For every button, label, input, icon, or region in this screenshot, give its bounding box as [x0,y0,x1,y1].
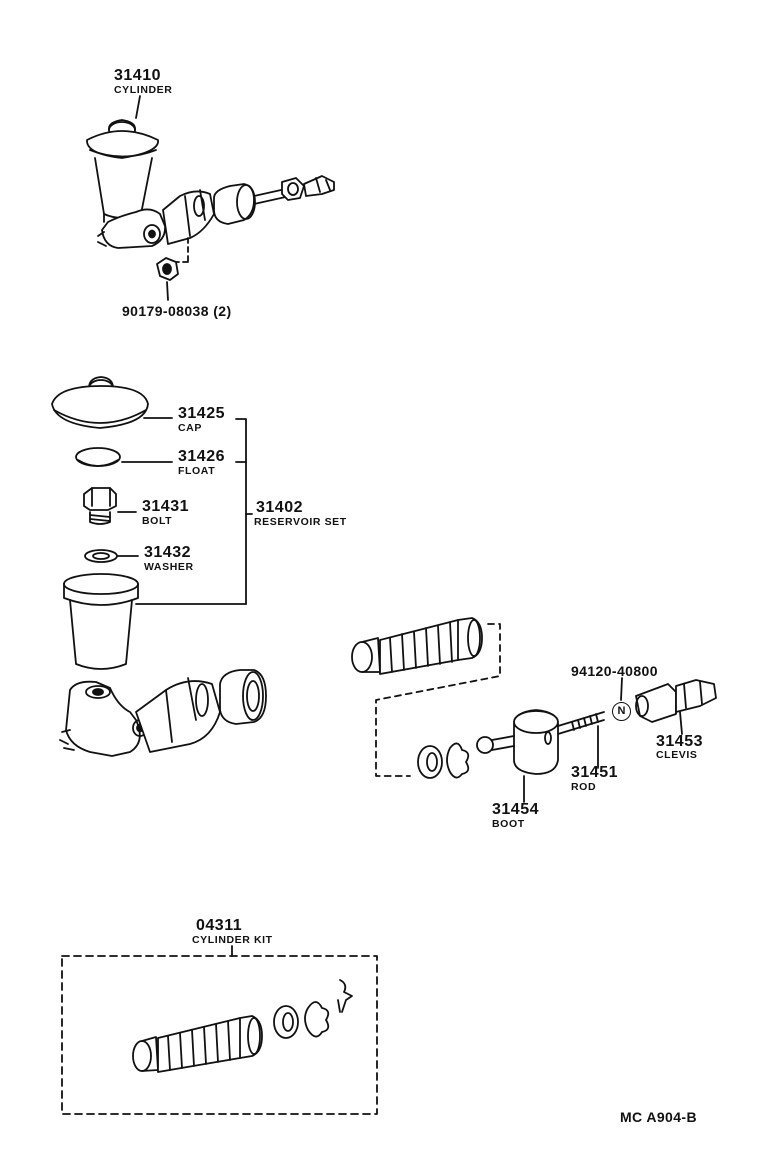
part-name-washer: WASHER [144,561,194,573]
part-number-31402: 31402 [256,499,303,516]
part-name-cylinder: CYLINDER [114,84,173,96]
part-name-rod: ROD [571,781,597,793]
part-name-bolt: BOLT [142,515,173,527]
rod-boot-clevis-drawing [351,617,717,803]
part-number-31451: 31451 [571,764,618,781]
part-name-reservoir-set: RESERVOIR SET [254,516,347,528]
part-number-31410: 31410 [114,67,161,84]
cylinder-assembly-drawing [86,95,335,301]
part-number-90179-08038: 90179-08038 (2) [122,303,232,319]
part-number-31431: 31431 [142,498,189,515]
part-name-clevis: CLEVIS [656,749,698,761]
part-name-boot: BOOT [492,818,525,830]
part-number-31453: 31453 [656,733,703,750]
part-number-31426: 31426 [178,448,225,465]
reservoir-set-drawing [51,376,267,757]
part-number-04311: 04311 [196,917,243,934]
part-name-cylinder-kit: CYLINDER KIT [192,934,273,946]
diagram-reference: MC A904-B [620,1109,697,1125]
cylinder-kit-drawing [61,945,378,1115]
part-number-31454: 31454 [492,801,539,818]
part-number-94120-40800: 94120-40800 [571,663,658,679]
part-number-31432: 31432 [144,544,191,561]
nut-marker-n: N [612,702,631,721]
part-name-float: FLOAT [178,465,216,477]
part-number-31425: 31425 [178,405,225,422]
part-name-cap: CAP [178,422,202,434]
